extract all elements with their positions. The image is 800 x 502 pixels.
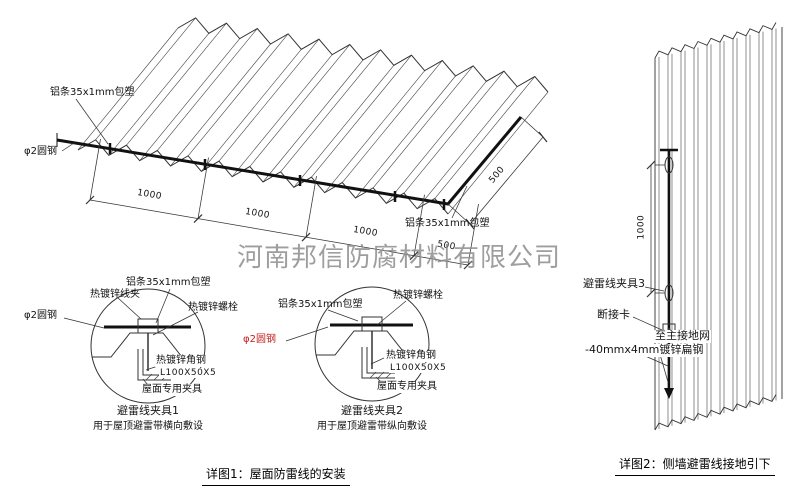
wall-to-ground-label: 至主接地网 <box>654 329 711 343</box>
company-watermark: 河南邦信防腐材料有限公司 <box>237 243 562 273</box>
wall-disconnect-label: 断接卡 <box>597 308 630 321</box>
detail1-bolt-label: 热镀锌螺栓 <box>188 302 238 313</box>
roof-rod-label: φ2圆钢 <box>24 146 57 157</box>
ground-arrow <box>664 388 674 399</box>
roof-lightning-wire <box>56 116 523 210</box>
detail2-title: 避雷线夹具2 <box>341 404 403 417</box>
roof-strip-label-right: 铝条35x1mm包塑 <box>405 218 490 229</box>
detail1-title: 避雷线夹具1 <box>117 404 179 417</box>
detail2-subtitle: 用于屋顶避雷带纵向敷设 <box>317 421 427 432</box>
detail2-fixture-label: 屋面专用夹具 <box>376 381 438 393</box>
detail1-strip-label: 铝条35x1mm包塑 <box>126 277 211 288</box>
roof-leader-lines <box>61 98 468 219</box>
detail1-fixture-label: 屋面专用夹具 <box>141 384 203 396</box>
detail1-angle-spec: L100X50X5 <box>159 368 218 379</box>
detail2-strip-label: 铝条35x1mm包塑 <box>278 299 363 310</box>
wall-clamp3-label: 避雷线夹具3 <box>583 277 645 290</box>
detail2-bolt-label: 热镀锌螺栓 <box>393 290 443 301</box>
detail2-drawing <box>285 286 430 402</box>
detail1-leader-lines <box>63 288 199 391</box>
figure2-caption: 详图2：侧墙避雷线接地引下 <box>615 455 775 476</box>
wire-clamp-marks <box>108 143 446 210</box>
detail2-angle-spec: L100X50X5 <box>389 363 448 374</box>
detail1-wire-clamp-label: 热镀锌线夹 <box>90 289 140 300</box>
wall-dim-1000: 1000 <box>636 214 647 240</box>
detail1-rod-label: φ2圆钢 <box>24 310 57 321</box>
detail1-angle-label: 热镀锌角钢 <box>155 355 207 367</box>
roof-dimension-lines <box>85 138 479 270</box>
detail2-leader-lines <box>285 300 407 388</box>
roof-corrugation-lines <box>77 17 549 215</box>
wall-flat-steel-label: -40mmx4mm镀锌扁钢 <box>584 343 705 357</box>
detail1-subtitle: 用于屋顶避雷带横向敷设 <box>93 421 203 432</box>
figure1-caption: 详图1：屋面防雷线的安装 <box>202 465 350 486</box>
detail2-angle-label: 热镀锌角钢 <box>385 350 437 362</box>
wall-corrugation-lines <box>654 22 783 431</box>
roof-500-dimension <box>447 116 548 230</box>
wall-dimension <box>646 160 665 298</box>
roof-strip-label-top: 铝条35x1mm包塑 <box>50 87 135 98</box>
detail2-rod-label: φ2圆钢 <box>243 334 276 345</box>
